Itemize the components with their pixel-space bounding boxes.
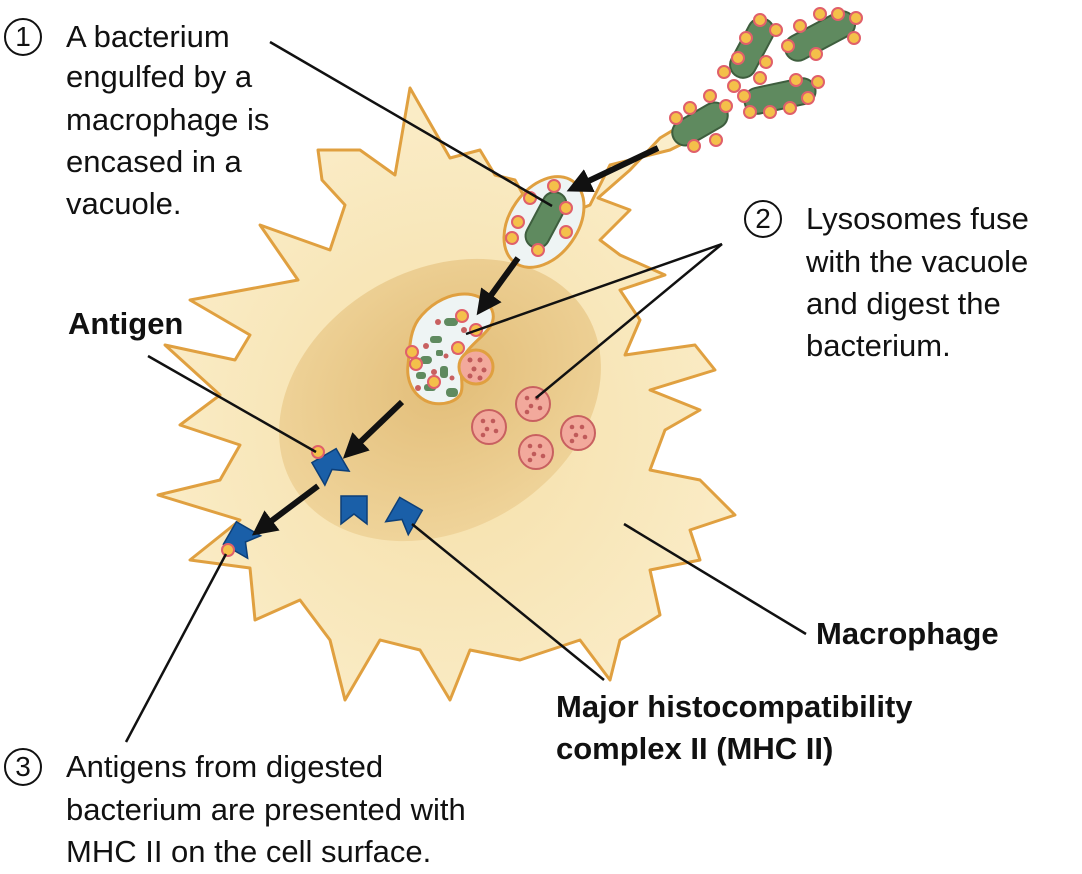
step-3-line-2: bacterium are presented with <box>66 792 466 827</box>
step-1-badge: 1 <box>4 18 42 56</box>
mhc-label-line-2: complex II (MHC II) <box>556 731 834 766</box>
step-3-line-3: MHC II on the cell surface. <box>66 834 432 869</box>
lysosomes <box>471 386 596 470</box>
vacuole-with-bacterium <box>502 175 586 269</box>
lysosome <box>560 415 596 451</box>
step-3-badge: 3 <box>4 748 42 786</box>
macrophage-label: Macrophage <box>816 616 999 651</box>
bacteria-group <box>669 7 863 153</box>
mhc-molecule <box>340 495 368 526</box>
step-1-line-2: engulfed by a <box>66 59 253 94</box>
mhc-molecules <box>221 445 424 560</box>
step-1-line-1: A bacterium <box>66 19 230 54</box>
step-1-line-3: macrophage is <box>66 102 270 137</box>
digesting-vacuole <box>405 292 495 406</box>
lysosome <box>515 386 551 422</box>
fusing-lysosome <box>457 348 495 386</box>
lysosome <box>471 409 507 445</box>
step-2-line-2: with the vacuole <box>806 244 1029 279</box>
step-2-line-3: and digest the <box>806 286 1001 321</box>
step-3-line-1: Antigens from digested <box>66 749 384 784</box>
antigen-label: Antigen <box>68 306 184 341</box>
step-1-line-5: vacuole. <box>66 186 182 221</box>
pointer-lines <box>124 40 807 743</box>
step-2-line-1: Lysosomes fuse <box>806 201 1029 236</box>
process-arrows <box>251 145 660 536</box>
step-1-line-4: encased in a <box>66 144 242 179</box>
step-2-line-4: bacterium. <box>806 328 951 363</box>
bacterium <box>729 17 775 79</box>
mhc-label-line-1: Major histocompatibility <box>556 689 913 724</box>
step-2-badge: 2 <box>744 200 782 238</box>
lysosome <box>518 434 554 470</box>
bacterium <box>743 77 817 115</box>
